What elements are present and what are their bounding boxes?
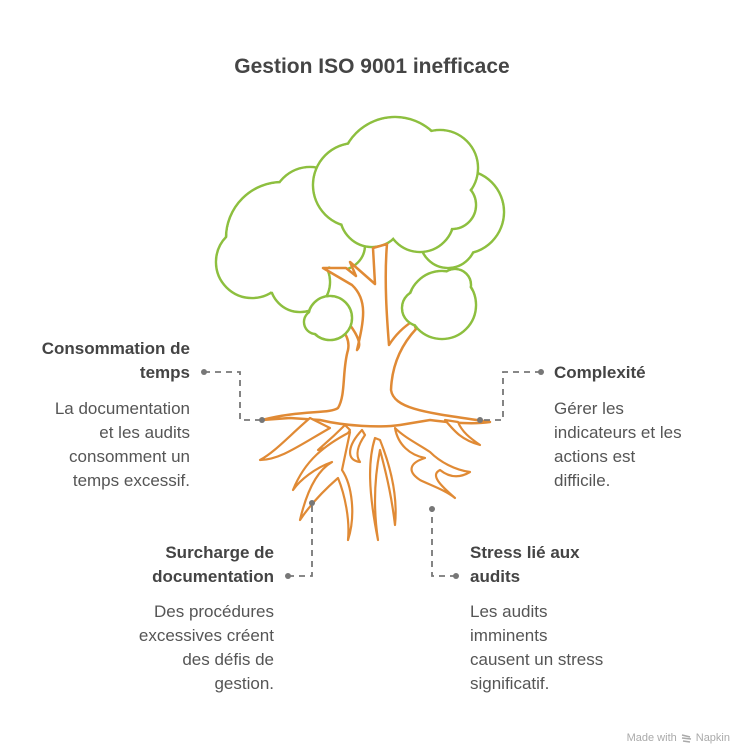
body-line: Les audits bbox=[470, 602, 548, 621]
root bbox=[258, 416, 332, 462]
footer-brand: Napkin bbox=[695, 732, 730, 744]
body-line: temps excessif. bbox=[72, 471, 190, 490]
canopy-lower bbox=[302, 267, 478, 342]
body-line: excessives créent bbox=[138, 626, 274, 645]
item-heading-stress: Stress lié aux audits bbox=[470, 543, 580, 586]
body-line: et les audits bbox=[99, 423, 190, 442]
body-line: La documentation bbox=[54, 399, 190, 418]
item-heading-surcharge: Surcharge de documentation bbox=[152, 543, 274, 586]
body-line: consomment un bbox=[69, 447, 190, 466]
root bbox=[349, 428, 367, 464]
item-body-surcharge: Des procédures excessives créent des déf… bbox=[74, 600, 274, 696]
diagram-title: Gestion ISO 9001 inefficace bbox=[234, 55, 510, 78]
item-body-consommation: La documentation et les audits consommen… bbox=[0, 397, 190, 493]
root bbox=[368, 436, 397, 542]
item-heading-complexite: Complexité bbox=[554, 363, 646, 382]
body-line: actions est bbox=[554, 447, 636, 466]
canopy bbox=[214, 115, 506, 314]
body-line: imminents bbox=[470, 626, 548, 645]
body-line: gestion. bbox=[214, 674, 274, 693]
roots bbox=[258, 416, 482, 542]
body-line: difficile. bbox=[554, 471, 611, 490]
canopy-cloud-center bbox=[311, 115, 480, 254]
made-with-napkin-footer[interactable]: Made with Napkin bbox=[627, 732, 730, 744]
footer-made-with: Made with bbox=[626, 732, 677, 744]
item-body-stress: Les audits imminents causent un stress s… bbox=[470, 600, 603, 696]
canopy-cloud-small-left bbox=[302, 294, 354, 342]
tree-trunk bbox=[260, 242, 492, 428]
body-line: des défis de bbox=[182, 650, 274, 669]
connector-dots bbox=[201, 369, 544, 579]
item-body-complexite: Gérer les indicateurs et les actions est… bbox=[554, 397, 682, 493]
connector-surcharge bbox=[288, 503, 313, 577]
root bbox=[443, 418, 482, 447]
connector-complexite bbox=[480, 371, 541, 421]
canopy-cloud-right-lower bbox=[400, 267, 478, 341]
body-line: causent un stress bbox=[470, 650, 604, 669]
body-line: significatif. bbox=[470, 674, 550, 693]
body-line: indicateurs et les bbox=[554, 423, 682, 442]
item-heading-consommation: Consommation de temps bbox=[41, 339, 190, 382]
napkin-logo-icon bbox=[681, 733, 691, 743]
connector-stress bbox=[431, 509, 456, 577]
connector-consommation bbox=[204, 371, 262, 421]
connectors bbox=[204, 371, 541, 577]
body-line: Gérer les bbox=[554, 399, 624, 418]
root bbox=[291, 430, 354, 542]
body-line: Des procédures bbox=[153, 602, 274, 621]
root bbox=[393, 426, 472, 500]
